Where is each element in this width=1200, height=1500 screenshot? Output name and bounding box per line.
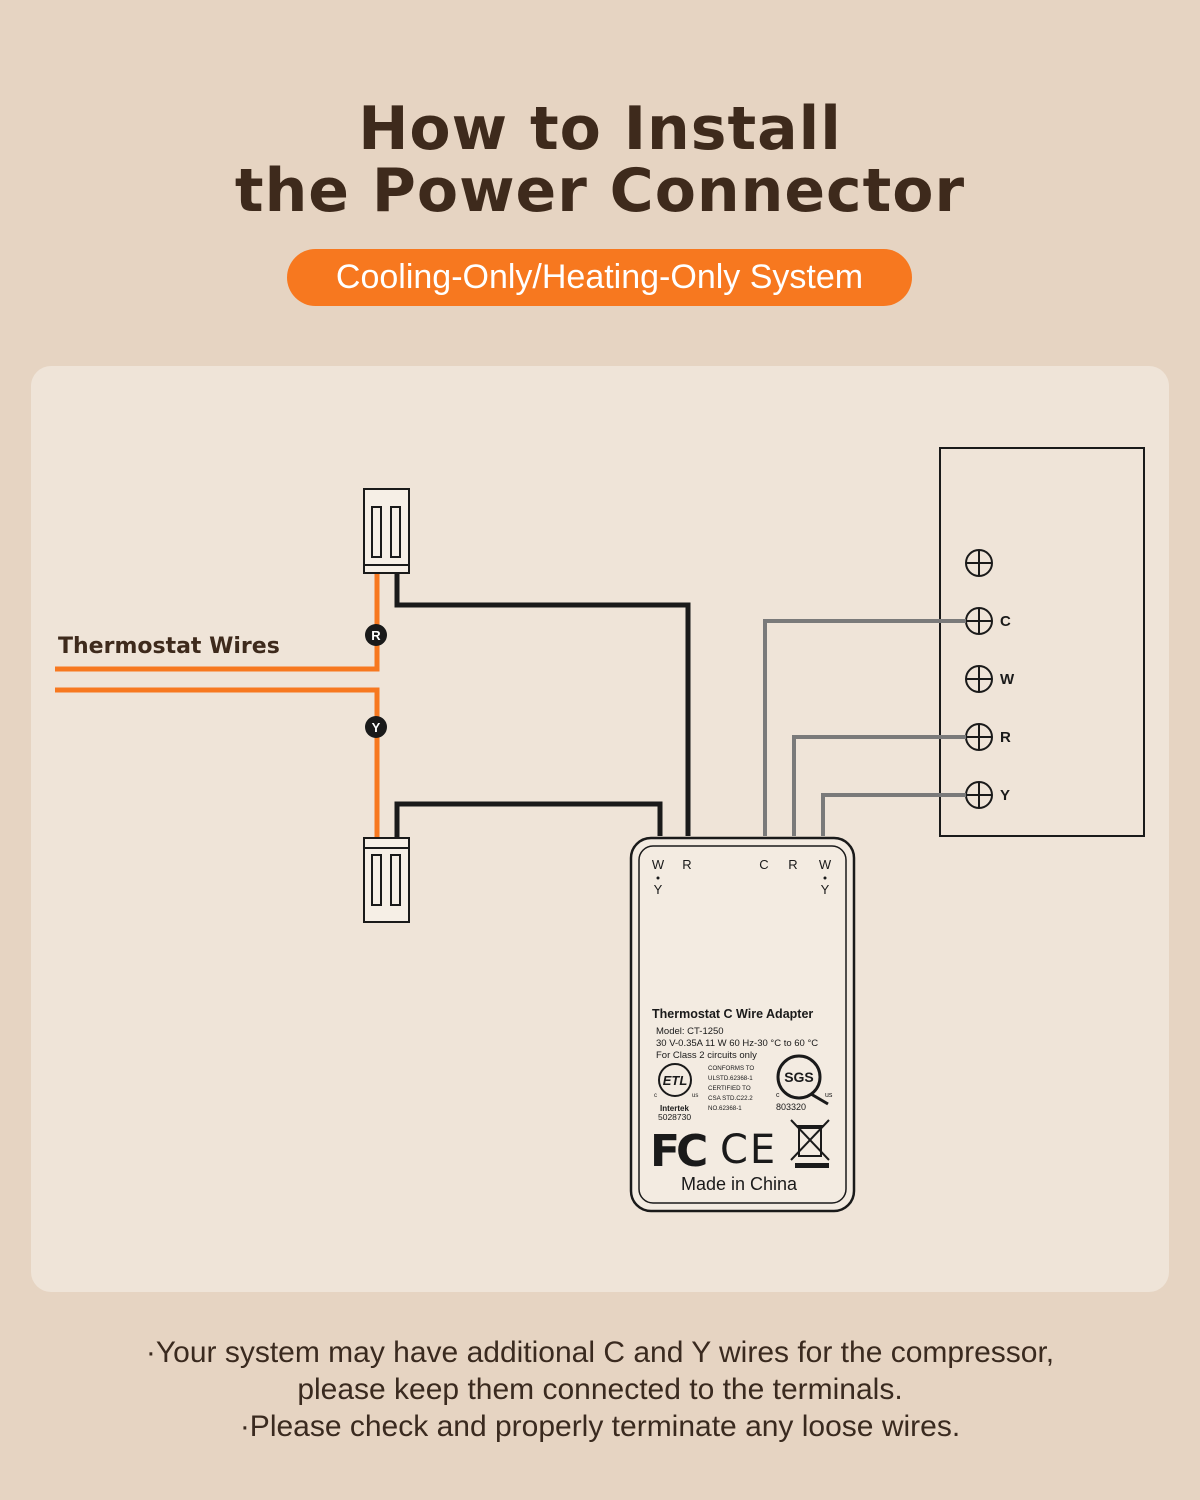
adapter-terminal-dot-right	[823, 876, 827, 880]
sgs-certification-icon: SGS c us	[776, 1054, 833, 1106]
title-line-1: How to Install	[358, 94, 842, 164]
terminal-label-y: Y	[1000, 787, 1010, 804]
wire-connector-top	[363, 488, 410, 574]
c-wire-adapter	[629, 836, 856, 1213]
adapter-terminal-y-left: Y	[654, 882, 663, 897]
adapter-rating: 30 V-0.35A 11 W 60 Hz-30 °C to 60 °C	[656, 1038, 818, 1049]
adapter-model: Model: CT-1250	[656, 1026, 724, 1037]
thermostat-wires-label: Thermostat Wires	[58, 634, 280, 659]
note-line-2: please keep them connected to the termin…	[297, 1373, 903, 1406]
adapter-terminal-r-right: R	[788, 857, 797, 872]
note-line-1: ·Your system may have additional C and Y…	[145, 1336, 1055, 1369]
terminal-label-c: C	[1000, 613, 1011, 630]
etl-number: 5028730	[658, 1112, 691, 1122]
sgs-us-mark: us	[825, 1092, 833, 1099]
fcc-mark: FC	[650, 1126, 706, 1177]
wire-marker-y-label: Y	[372, 720, 381, 735]
etl-certification-icon: ETL c us	[654, 1063, 698, 1099]
wire-connector-bottom	[363, 837, 410, 923]
conformity-line-3: CERTIFIED TO	[708, 1085, 751, 1092]
etl-mark-text: ETL	[663, 1073, 688, 1088]
page-title: How to Install the Power Connector	[0, 98, 1200, 222]
terminal-block	[939, 447, 1145, 837]
sgs-number: 803320	[776, 1102, 806, 1112]
terminal-screw-c	[965, 607, 993, 635]
conformity-line-2: ULSTD.62368-1	[708, 1075, 753, 1082]
gray-wire-r	[792, 735, 966, 836]
adapter-terminal-dot-left	[656, 876, 660, 880]
adapter-terminal-c-right: C	[759, 857, 768, 872]
black-wire-r	[394, 572, 691, 836]
conformity-line-1: CONFORMS TO	[708, 1065, 754, 1072]
sgs-c-mark: c	[776, 1092, 780, 1099]
gray-wire-wy	[821, 793, 966, 836]
terminal-screw-top	[965, 549, 993, 577]
orange-wire-y	[55, 687, 380, 850]
wire-marker-y	[365, 716, 387, 738]
sgs-mark-text: SGS	[784, 1069, 814, 1085]
black-wire-y	[394, 801, 663, 850]
terminal-screw-y	[965, 781, 993, 809]
adapter-class-note: For Class 2 circuits only	[656, 1050, 757, 1061]
adapter-terminal-w-left: W	[652, 857, 665, 872]
wire-marker-r-label: R	[371, 628, 381, 643]
note-line-3: ·Please check and properly terminate any…	[239, 1410, 961, 1443]
terminal-label-r: R	[1000, 729, 1011, 746]
install-notes: ·Your system may have additional C and Y…	[0, 1334, 1200, 1445]
conformity-line-4: CSA STD.C22.2	[708, 1095, 753, 1102]
adapter-terminal-r-left: R	[682, 857, 691, 872]
conformity-line-5: NO.62368-1	[708, 1105, 742, 1112]
orange-wire-r	[55, 572, 380, 672]
ce-mark: CE	[720, 1127, 777, 1173]
terminal-label-w: W	[1000, 671, 1015, 688]
etl-intertek-label: Intertek	[660, 1104, 689, 1113]
adapter-origin: Made in China	[681, 1174, 798, 1194]
etl-us-mark: us	[692, 1093, 698, 1099]
adapter-product-name: Thermostat C Wire Adapter	[652, 1007, 813, 1021]
terminal-screw-r	[965, 723, 993, 751]
wire-marker-r	[365, 624, 387, 646]
etl-c-mark: c	[654, 1093, 657, 1099]
system-type-label: Cooling-Only/Heating-Only System	[335, 258, 864, 296]
terminal-screw-w	[965, 665, 993, 693]
weee-bin-icon	[790, 1119, 830, 1168]
gray-wire-c	[763, 619, 966, 836]
adapter-terminal-w-right: W	[819, 857, 832, 872]
system-type-badge: Cooling-Only/Heating-Only System	[287, 249, 912, 306]
diagram-panel	[31, 366, 1169, 1292]
adapter-terminal-y-right: Y	[821, 882, 830, 897]
title-line-2: the Power Connector	[234, 156, 966, 226]
